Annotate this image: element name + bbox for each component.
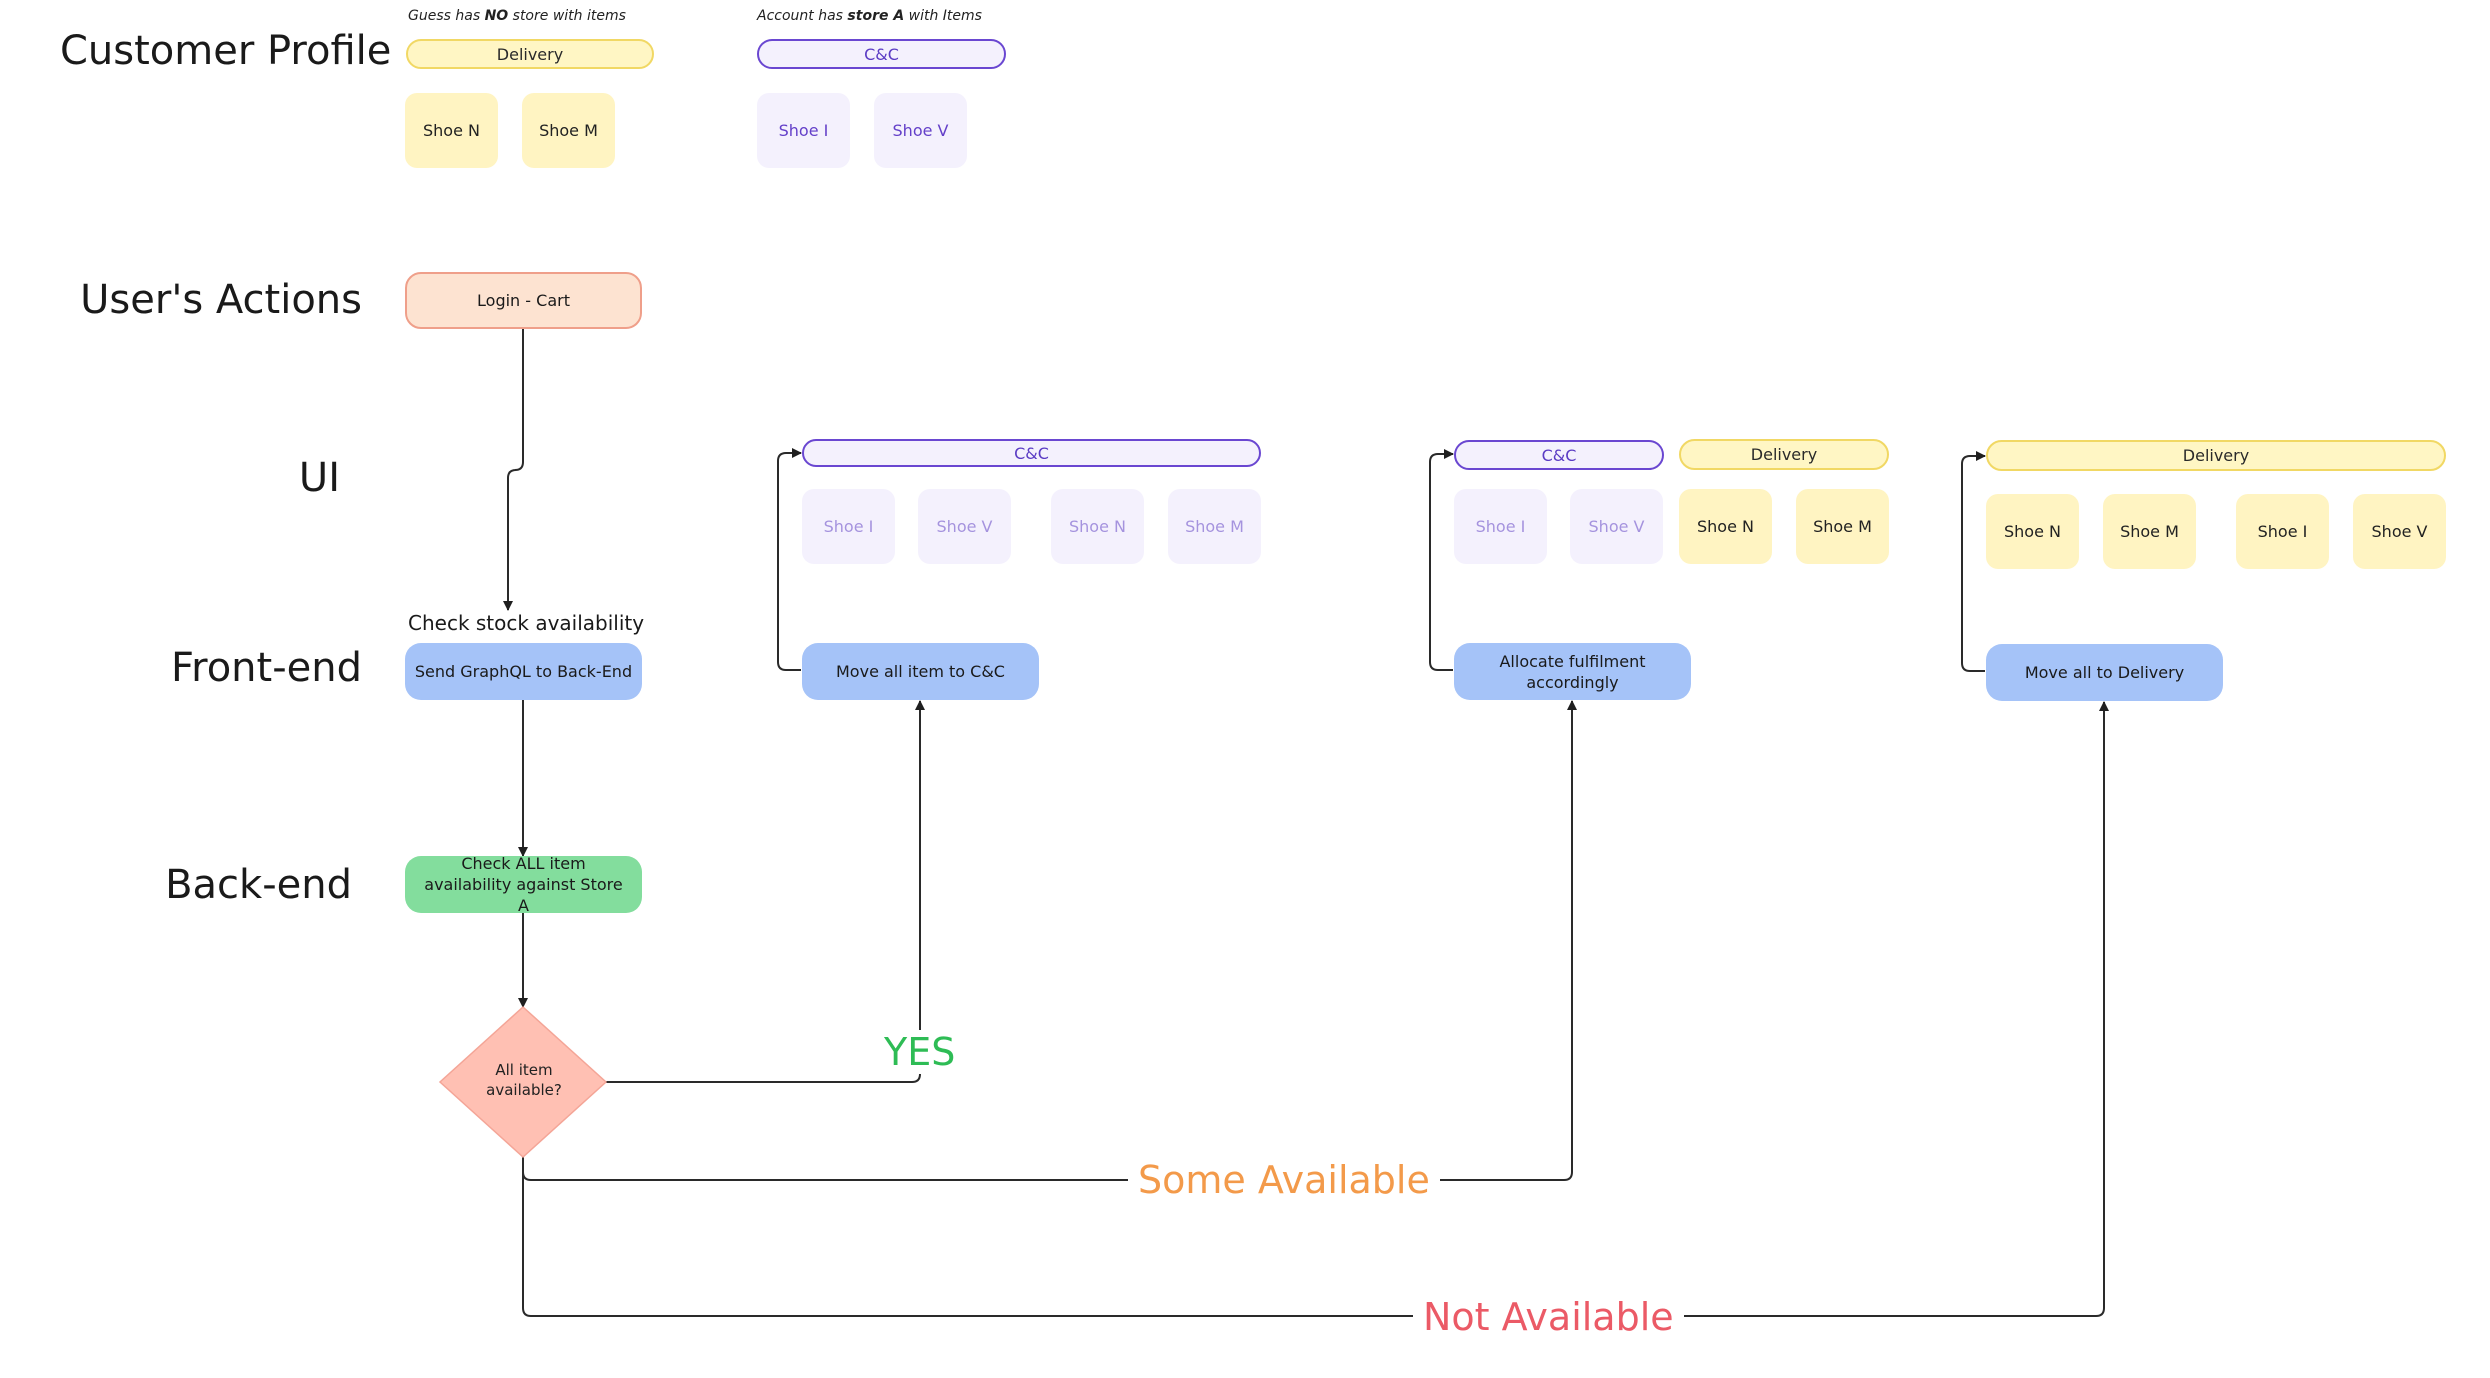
decision-diamond bbox=[438, 1005, 608, 1159]
edge-label-some-available: Some Available bbox=[1128, 1158, 1440, 1202]
profile-cc-pill: C&C bbox=[757, 39, 1006, 69]
lane-label-users-actions: User's Actions bbox=[80, 277, 362, 323]
ui1-item-shoe-m: Shoe M bbox=[1168, 489, 1261, 564]
move-to-delivery-box: Move all to Delivery bbox=[1986, 644, 2223, 701]
ui1-item-shoe-i: Shoe I bbox=[802, 489, 895, 564]
ui3-item-shoe-v: Shoe V bbox=[2353, 494, 2446, 569]
ui1-item-shoe-n: Shoe N bbox=[1051, 489, 1144, 564]
ui1-item-shoe-v: Shoe V bbox=[918, 489, 1011, 564]
profile-item-shoe-n: Shoe N bbox=[405, 93, 498, 168]
move-to-cc-box: Move all item to C&C bbox=[802, 643, 1039, 700]
ui3-item-shoe-m: Shoe M bbox=[2103, 494, 2196, 569]
connector-login-to-send bbox=[503, 329, 524, 611]
connector-some bbox=[522, 700, 1577, 1181]
edge-label-yes: YES bbox=[878, 1030, 962, 1074]
profile-item-shoe-i: Shoe I bbox=[757, 93, 850, 168]
guest-note: Guess has NO store with items bbox=[408, 8, 626, 24]
ui2-cc-pill: C&C bbox=[1454, 440, 1664, 470]
profile-item-shoe-m: Shoe M bbox=[522, 93, 615, 168]
ui3-item-shoe-i: Shoe I bbox=[2236, 494, 2329, 569]
ui2-delivery-pill: Delivery bbox=[1679, 439, 1889, 470]
check-stock-caption: Check stock availability bbox=[408, 611, 645, 635]
ui1-cc-pill: C&C bbox=[802, 439, 1261, 467]
account-note: Account has store A with Items bbox=[757, 8, 982, 24]
lane-label-customer-profile: Customer Profile bbox=[60, 28, 392, 74]
guest-note-emphasis: NO bbox=[484, 8, 509, 24]
connector-none bbox=[522, 701, 2109, 1317]
ui3-item-shoe-n: Shoe N bbox=[1986, 494, 2079, 569]
connector-allocate-to-ui bbox=[1429, 449, 1454, 671]
ui2-item-shoe-i: Shoe I bbox=[1454, 489, 1547, 564]
connector-movedelivery-to-ui bbox=[1961, 451, 1986, 672]
ui2-item-shoe-n: Shoe N bbox=[1679, 489, 1772, 564]
profile-delivery-pill: Delivery bbox=[406, 39, 654, 69]
ui2-item-shoe-v: Shoe V bbox=[1570, 489, 1663, 564]
ui3-delivery-pill: Delivery bbox=[1986, 440, 2446, 471]
check-availability-box: Check ALL item availability against Stor… bbox=[405, 854, 642, 915]
profile-item-shoe-v: Shoe V bbox=[874, 93, 967, 168]
decision-label: All item available? bbox=[486, 1061, 562, 1099]
send-graphql-box: Send GraphQL to Back-End bbox=[405, 643, 642, 700]
account-note-text: Account has bbox=[757, 8, 848, 24]
allocate-fulfilment-box: Allocate fulfilment accordingly bbox=[1454, 643, 1691, 700]
guest-note-text: Guess has bbox=[408, 8, 485, 24]
connector-movecc-to-ui bbox=[777, 448, 802, 671]
guest-note-text-end: store with items bbox=[508, 8, 626, 24]
login-cart-box: Login - Cart bbox=[405, 272, 642, 329]
ui2-item-shoe-m: Shoe M bbox=[1796, 489, 1889, 564]
lane-label-ui: UI bbox=[298, 455, 340, 501]
lane-label-front-end: Front-end bbox=[171, 645, 362, 691]
account-note-emphasis: store A bbox=[847, 8, 905, 24]
account-note-text-end: with Items bbox=[904, 8, 982, 24]
connector-yes bbox=[606, 700, 925, 1083]
lane-label-back-end: Back-end bbox=[165, 862, 352, 908]
edge-label-not-available: Not Available bbox=[1413, 1295, 1684, 1339]
